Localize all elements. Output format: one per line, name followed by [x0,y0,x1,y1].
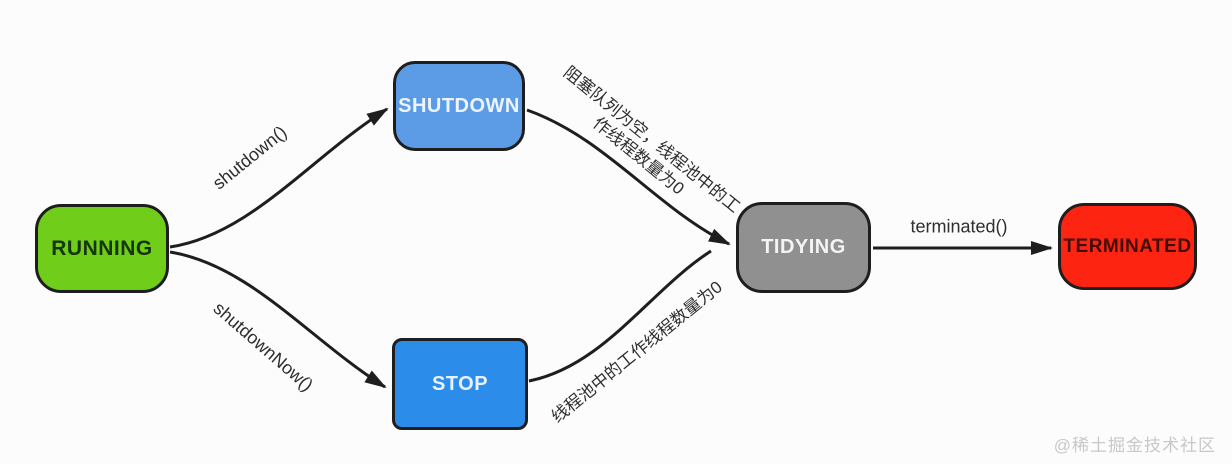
state-node-tidying: TIDYING [736,202,871,293]
edge-running-to-shutdown [169,107,389,249]
state-label-tidying: TIDYING [761,236,846,258]
state-label-terminated: TERMINATED [1063,235,1192,257]
state-node-terminated: TERMINATED [1058,203,1197,290]
edge-stop-to-tidying [528,249,712,383]
state-label-stop: STOP [431,372,489,395]
state-node-shutdown: SHUTDOWN [393,61,525,151]
edge-running-to-stop [169,250,387,389]
edge-label-terminated-call: terminated() [910,216,1008,237]
state-node-running: RUNNING [35,204,169,293]
watermark: @稀土掘金技术社区 [1053,436,1216,455]
state-node-stop: STOP [392,338,528,430]
state-label-shutdown: SHUTDOWN [398,94,520,117]
edge-shutdown-to-tidying [526,108,731,246]
state-label-running: RUNNING [51,236,153,260]
